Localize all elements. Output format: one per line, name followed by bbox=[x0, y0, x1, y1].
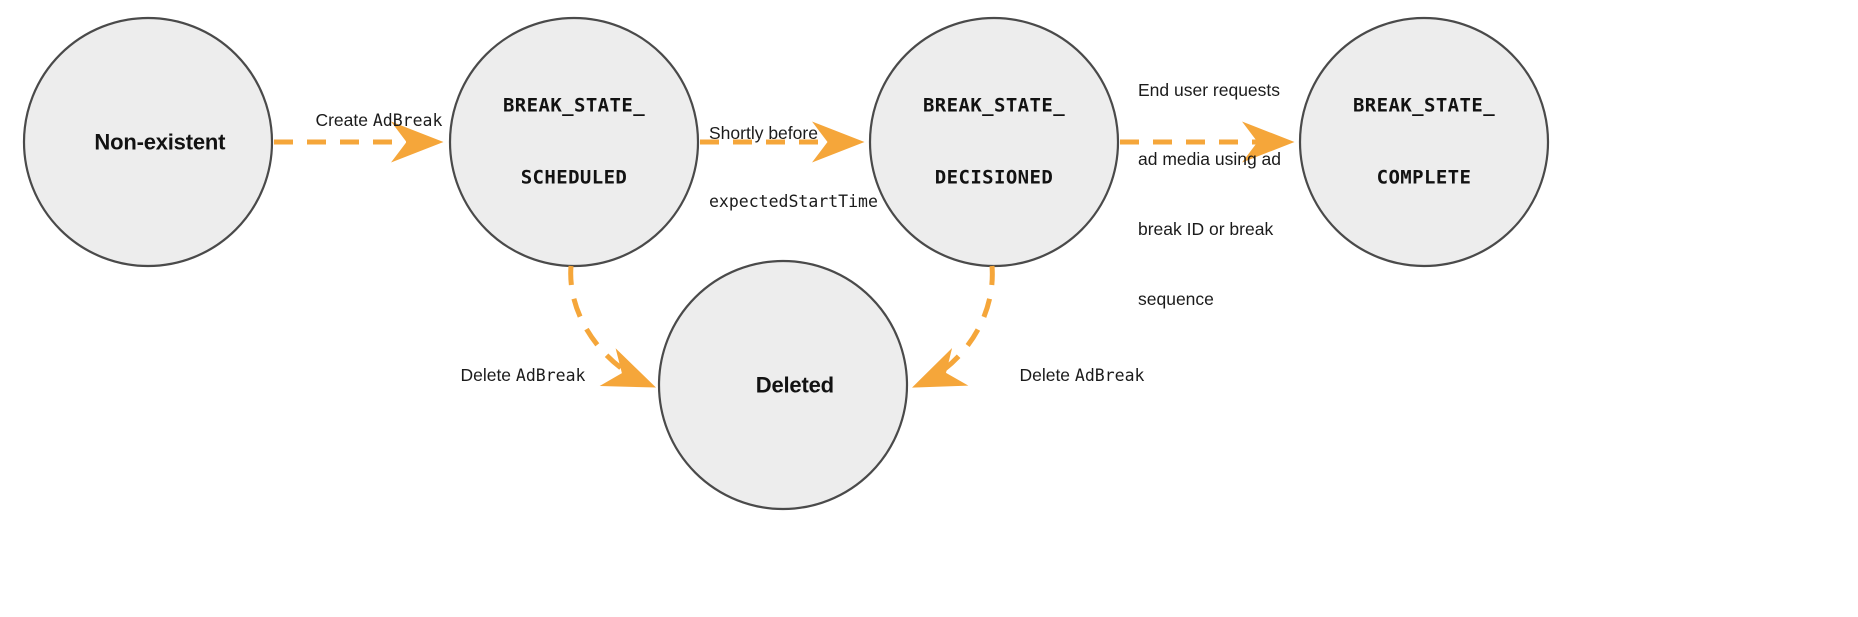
state-node-deleted[interactable] bbox=[657, 259, 909, 511]
state-node-break-state-decisioned[interactable] bbox=[868, 16, 1120, 268]
edge-delete-adbreak-from-scheduled[interactable] bbox=[568, 265, 656, 388]
state-node-break-state-scheduled[interactable] bbox=[448, 16, 700, 268]
state-node-break-state-complete[interactable] bbox=[1298, 16, 1550, 268]
state-node-non-existent[interactable] bbox=[22, 16, 274, 268]
edge-delete-adbreak-from-decisioned[interactable] bbox=[912, 265, 995, 388]
